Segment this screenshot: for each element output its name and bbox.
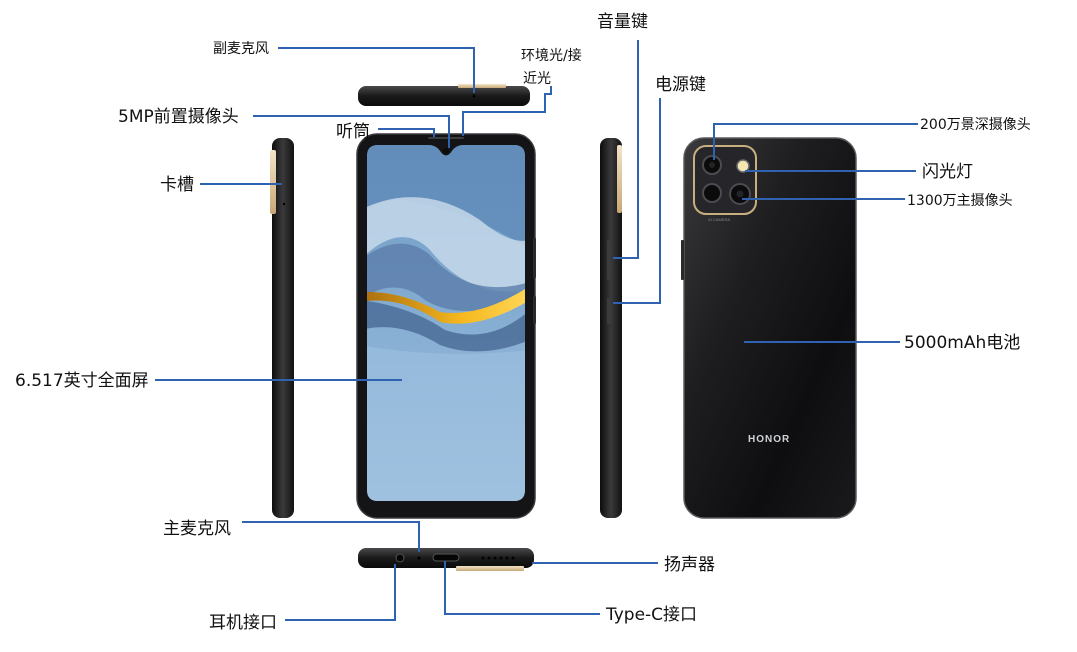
leader-power-key xyxy=(613,98,661,304)
display-screen xyxy=(367,145,525,501)
front-view xyxy=(356,133,536,519)
camera-module xyxy=(693,145,757,215)
leader-main-mic xyxy=(242,521,420,552)
label-card-slot: 卡槽 xyxy=(160,175,194,195)
top-edge-view xyxy=(358,84,530,106)
left-side-view xyxy=(270,138,294,518)
label-headphone-jack: 耳机接口 xyxy=(209,613,277,633)
depth-camera-inner xyxy=(709,162,715,168)
label-depth-camera: 200万景深摄像头 xyxy=(920,117,1031,133)
leader-volume-key xyxy=(613,40,639,259)
ai-camera-text: AI CAMERA xyxy=(708,217,730,222)
label-main-camera: 1300万主摄像头 xyxy=(907,193,1013,209)
leader-usb-port xyxy=(444,561,600,615)
label-usb-port: Type-C接口 xyxy=(605,605,697,625)
front-side-button-2 xyxy=(533,296,536,324)
label-secondary-mic: 副麦克风 xyxy=(213,41,269,57)
label-ambient-light-2: 近光 xyxy=(523,71,551,87)
flash-led xyxy=(736,159,750,173)
usb-c-port xyxy=(432,553,460,562)
top-edge-body xyxy=(358,86,530,106)
label-display: 6.517英寸全面屏 xyxy=(15,371,149,391)
headphone-jack-hole xyxy=(395,553,405,563)
labels: 副麦克风 环境光/接 近光 音量键 电源键 5MP前置摄像头 听筒 200万景深… xyxy=(15,12,1031,633)
left-side-body xyxy=(272,138,294,518)
leader-headphone-jack xyxy=(285,564,396,621)
leader-secondary-mic xyxy=(278,47,475,93)
right-gold-rim xyxy=(617,145,622,213)
leader-earpiece xyxy=(378,128,435,137)
label-speaker: 扬声器 xyxy=(664,555,715,575)
label-front-camera: 5MP前置摄像头 xyxy=(118,107,239,127)
front-side-button-1 xyxy=(533,238,536,278)
volume-button xyxy=(607,240,611,280)
label-flash: 闪光灯 xyxy=(922,162,973,182)
leader-depth-camera xyxy=(713,123,918,160)
secondary-mic-hole xyxy=(472,94,476,98)
earpiece-slot xyxy=(428,137,464,139)
back-view: AI CAMERA HONOR xyxy=(681,137,857,519)
leader-ambient-light xyxy=(462,86,552,136)
top-edge-gold-rim xyxy=(458,84,506,88)
main-mic-hole xyxy=(417,556,421,560)
auxiliary-lens xyxy=(702,183,722,203)
sim-tray xyxy=(270,150,276,214)
back-edge-button xyxy=(681,240,684,280)
label-power-key: 电源键 xyxy=(655,75,706,95)
sim-eject-hole xyxy=(282,202,286,206)
main-camera-inner xyxy=(736,190,744,198)
right-side-body xyxy=(600,138,622,518)
label-volume-key: 音量键 xyxy=(597,12,648,32)
bottom-gold-rim xyxy=(456,566,524,571)
power-button xyxy=(607,298,611,324)
label-ambient-light: 环境光/接 xyxy=(521,47,582,64)
leader-lines xyxy=(155,40,918,621)
back-body xyxy=(683,137,857,519)
speaker-grille xyxy=(481,556,515,560)
front-camera-lens xyxy=(443,148,449,154)
leader-front-camera xyxy=(253,115,450,148)
label-earpiece: 听筒 xyxy=(336,122,370,142)
right-side-view xyxy=(600,138,622,518)
label-battery: 5000mAh电池 xyxy=(904,333,1020,353)
label-main-mic: 主麦克风 xyxy=(163,519,231,539)
brand-logo: HONOR xyxy=(748,434,790,445)
bottom-edge-view xyxy=(358,548,534,571)
